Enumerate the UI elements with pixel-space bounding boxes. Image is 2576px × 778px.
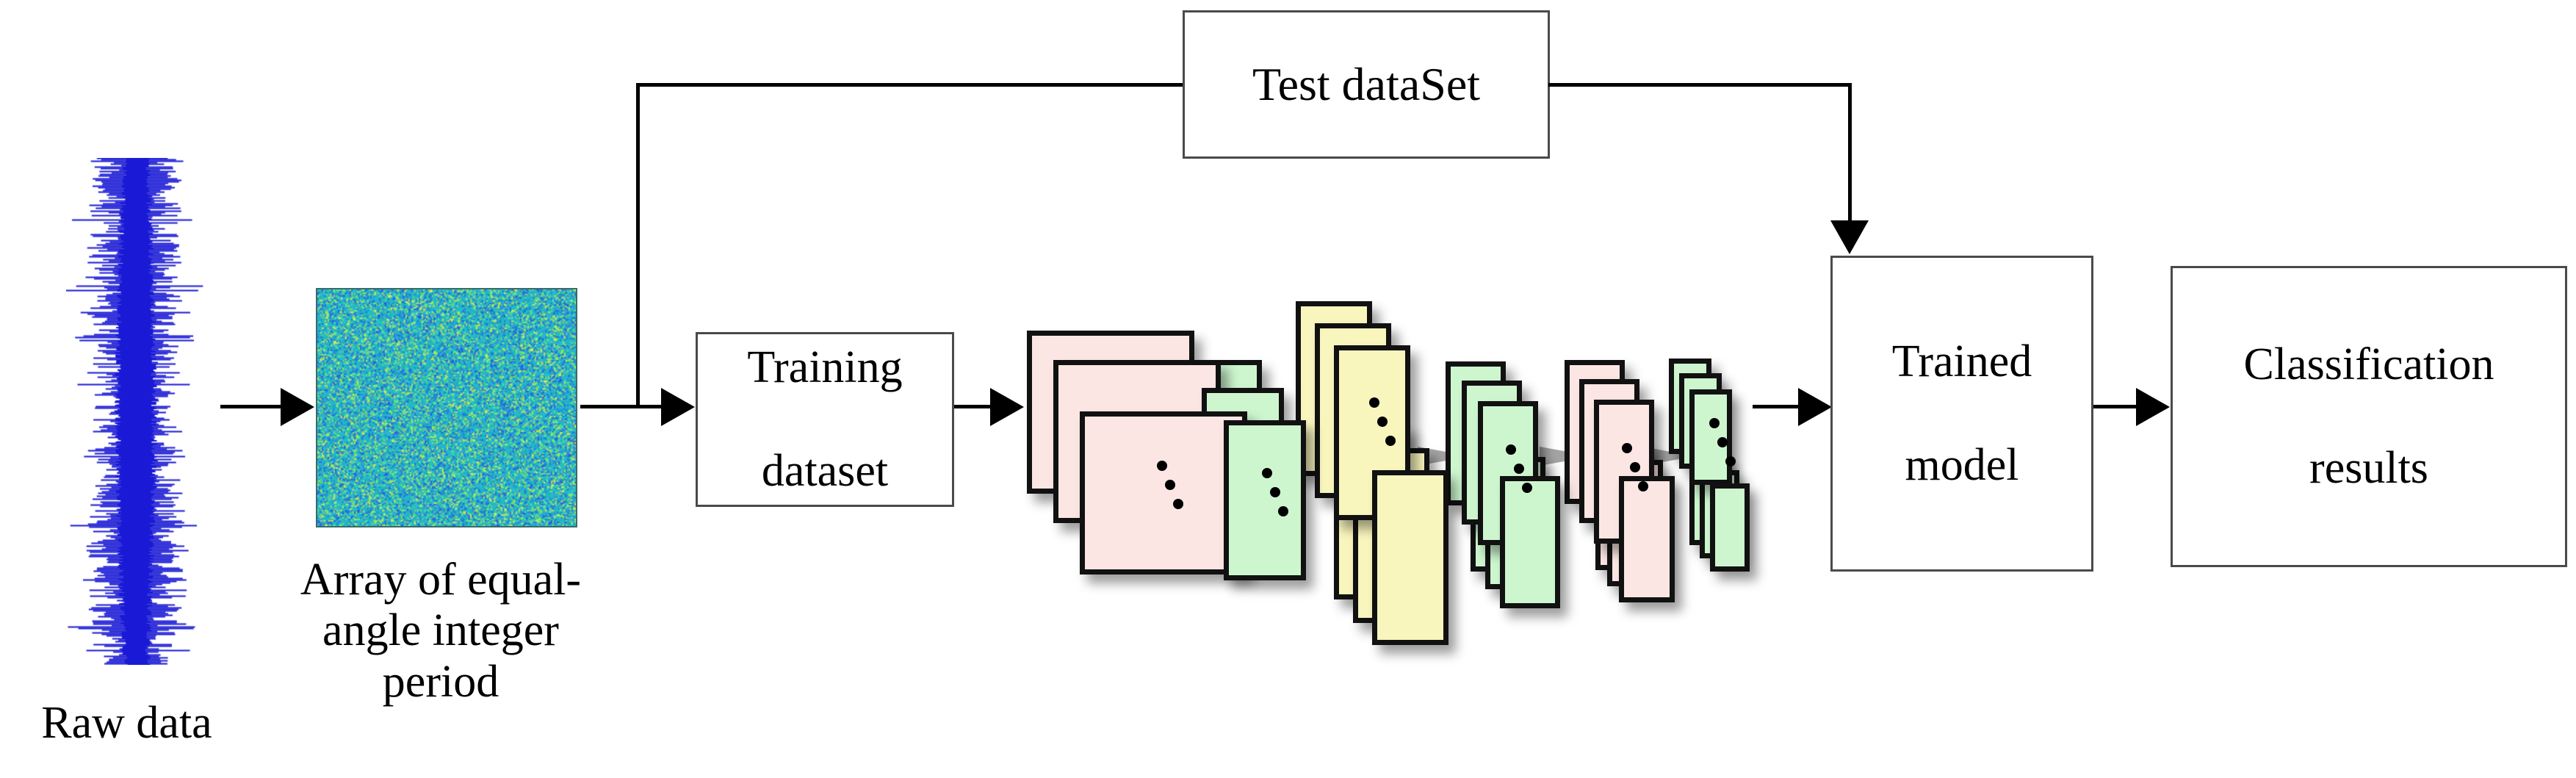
ellipsis-dot: [1621, 442, 1632, 453]
ellipsis-dot: [1368, 397, 1379, 408]
connector-test-to-model-vertical: [1848, 83, 1852, 224]
ellipsis-dot: [1521, 482, 1532, 493]
ellipsis-dot: [1629, 461, 1640, 472]
ellipsis-dot: [1172, 498, 1183, 509]
classification-results-box[interactable]: Classification results: [2171, 266, 2567, 567]
raw-data-waveform-canvas: [66, 158, 206, 665]
ellipsis-dot: [1261, 468, 1272, 479]
ellipsis-dot: [1377, 417, 1388, 428]
feature-map-card: [1080, 411, 1247, 575]
ellipsis-dot: [1269, 487, 1280, 498]
connector-network-to-model-line: [1753, 405, 1808, 408]
ellipsis-dot: [1717, 437, 1728, 447]
connector-raw-to-array-arrowhead: [281, 388, 314, 426]
feature-map-card: [1485, 457, 1545, 589]
ellipsis-dot: [1385, 436, 1396, 447]
feature-map-card: [1353, 448, 1429, 623]
feature-map-card: [1594, 400, 1654, 544]
feature-map-card: [1700, 470, 1739, 558]
feature-map-card: [1679, 373, 1722, 469]
connector-test-to-model-horizontal: [1548, 83, 1851, 87]
connector-model-to-results-arrowhead: [2136, 388, 2170, 426]
feature-map-card: [1446, 361, 1506, 505]
feature-map-card: [1478, 401, 1538, 545]
raw-data-waveform: [66, 158, 206, 665]
ellipsis-dot: [1513, 463, 1524, 474]
array-caption-line-3: period: [382, 656, 499, 707]
connector-array-to-training-arrowhead: [661, 388, 695, 426]
feature-map-card: [1202, 388, 1284, 548]
connector-array-branch-horizontal: [636, 83, 1186, 87]
feature-map-card: [1296, 301, 1372, 476]
feature-map-card: [1334, 425, 1410, 599]
test-dataset-box[interactable]: Test dataSet: [1183, 10, 1550, 159]
connector-model-to-results-line: [2093, 405, 2145, 408]
feature-map-card: [1500, 476, 1560, 608]
training-dataset-box[interactable]: Training dataset: [696, 332, 954, 507]
feature-map-card: [1619, 476, 1675, 602]
feature-map-card: [1689, 457, 1729, 545]
feature-map-card: [1224, 420, 1306, 580]
layer-transition-arrow-icon: [1136, 453, 1188, 472]
trained-model-box[interactable]: Trained model: [1830, 256, 2093, 572]
layer-transition-arrow-icon: [1540, 447, 1592, 466]
layer-transition-arrow-icon: [1418, 447, 1471, 466]
connector-training-to-network-arrowhead: [990, 388, 1024, 426]
layer-transition-arrow-icon: [1256, 441, 1309, 460]
feature-map-card: [1595, 444, 1651, 570]
ellipsis-dot: [1164, 479, 1175, 490]
feature-map-card: [1053, 360, 1221, 523]
ellipsis-dot: [1156, 460, 1167, 471]
feature-map-card: [1315, 323, 1391, 498]
raw-data-caption: Raw data: [0, 698, 253, 749]
feature-map-card: [1689, 389, 1732, 485]
ellipsis-dot: [1505, 444, 1516, 455]
connector-array-branch-vertical: [636, 83, 640, 407]
trained-model-label: Trained model: [1891, 336, 2032, 491]
layer-transition-arrow-icon: [1642, 447, 1695, 466]
feature-map-card: [1334, 345, 1410, 520]
test-dataset-label: Test dataSet: [1252, 57, 1481, 110]
feature-map-card: [1565, 360, 1625, 504]
feature-map-card: [1579, 379, 1639, 523]
equal-angle-array: [316, 288, 577, 527]
ellipsis-dot: [1637, 480, 1648, 491]
array-caption-line-1: Array of equal-: [300, 555, 582, 605]
ellipsis-dot: [1709, 418, 1720, 428]
feature-map-card: [1027, 331, 1194, 494]
feature-map-card: [1462, 381, 1522, 525]
feature-map-card: [1372, 470, 1448, 645]
connector-network-to-model-arrowhead: [1798, 388, 1832, 426]
array-caption: Array of equal- angle integer period: [250, 555, 632, 707]
classification-results-label: Classification results: [2243, 339, 2494, 494]
array-caption-line-2: angle integer: [322, 605, 559, 656]
connector-raw-to-array-line: [220, 405, 286, 408]
ellipsis-dot: [1277, 506, 1288, 517]
connector-test-to-model-arrowhead: [1830, 220, 1869, 254]
equal-angle-array-canvas: [317, 289, 576, 526]
ellipsis-dot: [1725, 456, 1736, 467]
connector-array-to-training-line: [580, 405, 674, 408]
feature-map-card: [1607, 460, 1663, 586]
feature-map-card: [1180, 360, 1262, 520]
feature-map-card: [1471, 439, 1531, 572]
raw-data-caption-line-1: Raw data: [41, 698, 212, 748]
feature-map-card: [1710, 483, 1750, 572]
training-dataset-label: Training dataset: [747, 342, 903, 497]
feature-map-card: [1669, 359, 1711, 454]
connector-training-to-network-line: [954, 405, 1001, 408]
